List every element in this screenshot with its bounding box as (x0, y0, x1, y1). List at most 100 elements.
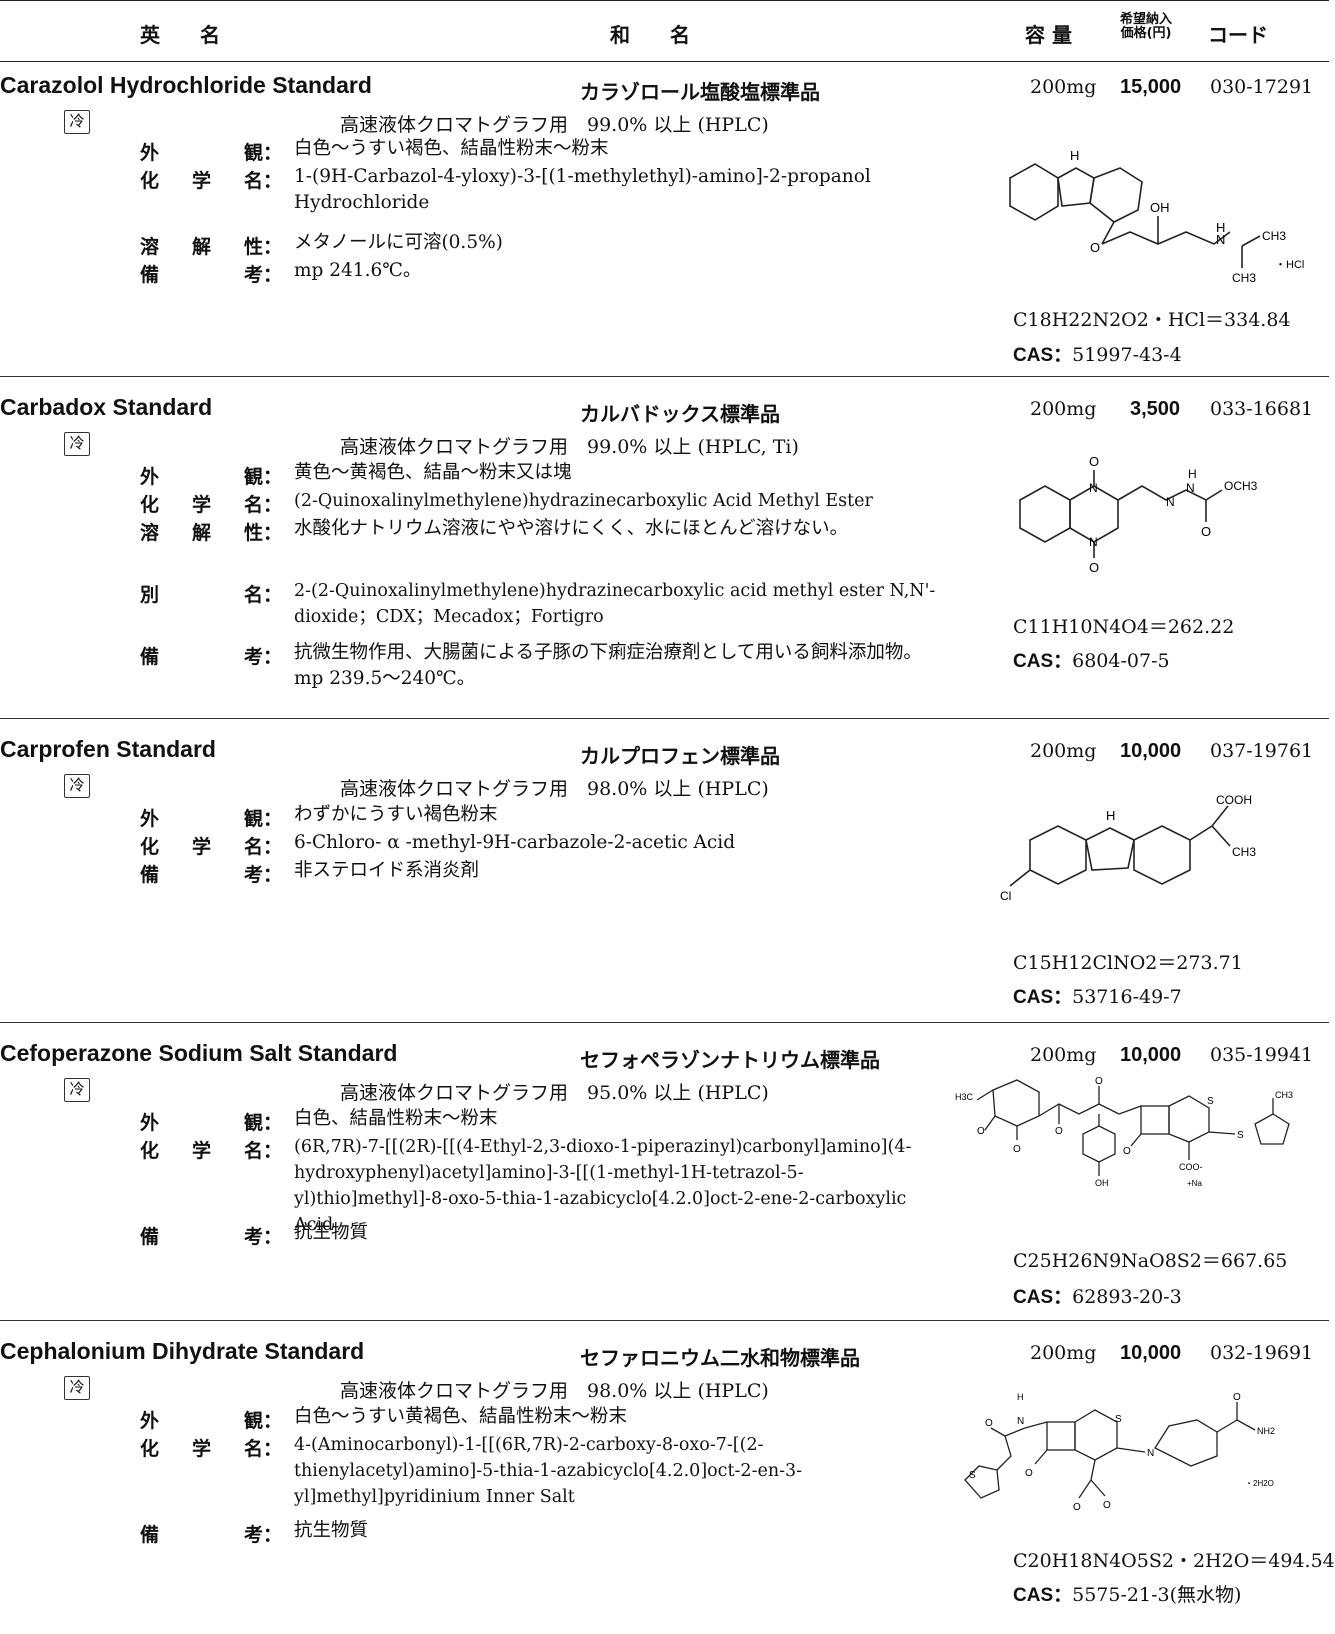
appearance-value: 白色～うすい黄褐色、結晶性粉末～粉末 (294, 1406, 628, 1427)
header-en: 英 名 (140, 23, 220, 47)
svg-text:S: S (1237, 1130, 1244, 1141)
svg-text:O: O (1123, 1146, 1131, 1157)
solubility-value: 水酸化ナトリウム溶液にやや溶けにくく、水にほとんど溶けない。 (294, 518, 849, 539)
product-code: 037-19761 (1210, 740, 1314, 762)
capacity: 200mg (1030, 398, 1097, 420)
svg-text:O: O (1233, 1392, 1241, 1403)
product-name-ja: カラゾロール塩酸塩標準品 (580, 80, 820, 104)
label-chem-name: 化学名： (140, 1438, 282, 1460)
svg-text:COOH: COOH (1216, 793, 1252, 807)
product-name-en: Carbadox Standard (0, 394, 213, 420)
product-code: 035-19941 (1210, 1044, 1314, 1066)
svg-text:H: H (1106, 808, 1115, 823)
cas-number: CAS：53716-49-7 (1013, 986, 1182, 1008)
svg-text:O: O (1103, 1500, 1111, 1511)
svg-text:H: H (1017, 1392, 1024, 1402)
label-chem-name: 化学名： (140, 836, 282, 858)
svg-text:O: O (977, 1126, 985, 1137)
product-name-ja: セフォペラゾンナトリウム標準品 (580, 1048, 880, 1072)
structure-cefoperazone: H3C O O O O OH O S S COO- +Na CH3 (955, 1076, 1293, 1188)
svg-text:OH: OH (1150, 200, 1170, 215)
note-value: 非ステロイド系消炎剤 (294, 860, 480, 881)
svg-text:O: O (1055, 1126, 1063, 1137)
svg-text:O: O (1025, 1468, 1033, 1479)
product-name-en: Cefoperazone Sodium Salt Standard (0, 1040, 398, 1066)
product-name-ja: カルバドックス標準品 (580, 402, 780, 426)
label-chem-name: 化学名： (140, 1140, 282, 1162)
label-solubility: 溶解性： (140, 236, 282, 258)
molecular-formula: C18H22N2O2・HCl＝334.84 (1013, 309, 1291, 331)
divider (0, 718, 1329, 719)
svg-text:H: H (1070, 148, 1079, 163)
svg-text:COO-: COO- (1179, 1162, 1203, 1172)
grade: 高速液体クロマトグラフ用 95.0% 以上 (HPLC) (340, 1082, 769, 1104)
grade: 高速液体クロマトグラフ用 98.0% 以上 (HPLC) (340, 1380, 769, 1402)
capacity: 200mg (1030, 740, 1097, 762)
chem-name-value: 6-Chloro- α -methyl-9H-carbazole-2-aceti… (294, 832, 736, 853)
appearance-value: わずかにうすい褐色粉末 (294, 804, 498, 825)
chem-name-value: 4-(Aminocarbonyl)-1-[[(6R,7R)-2-carboxy-… (294, 1435, 803, 1507)
chem-name-value: (6R,7R)-7-[[(2R)-[[(4-Ethyl-2,3-dioxo-1-… (294, 1137, 912, 1235)
svg-text:CH3: CH3 (1232, 845, 1256, 859)
product-name-en: Cephalonium Dihydrate Standard (0, 1338, 365, 1364)
svg-text:O: O (1090, 240, 1100, 255)
table-header: 英 名 和 名 容 量 希望納入価格(円) コード (0, 0, 1329, 62)
svg-text:NH2: NH2 (1257, 1426, 1275, 1436)
appearance-value: 白色、結晶性粉末～粉末 (294, 1108, 498, 1129)
svg-text:H3C: H3C (955, 1092, 974, 1102)
structure-cephalonium: S O H N O S O O N O NH2 ・2H2O (964, 1392, 1275, 1513)
capacity: 200mg (1030, 76, 1097, 98)
product-name-ja: カルプロフェン標準品 (580, 744, 780, 768)
cold-storage-icon: 冷 (64, 1376, 90, 1400)
label-note: 備考： (140, 1524, 282, 1546)
cas-number: CAS：6804-07-5 (1013, 650, 1170, 672)
product-name-en: Carazolol Hydrochloride Standard (0, 72, 372, 98)
svg-text:N: N (1017, 1416, 1024, 1427)
svg-text:・HCl: ・HCl (1275, 259, 1304, 271)
svg-text:CH3: CH3 (1262, 229, 1286, 243)
product-name-en: Carprofen Standard (0, 736, 216, 762)
label-alias: 別名： (140, 584, 282, 606)
svg-text:O: O (1089, 454, 1099, 469)
molecular-formula: C20H18N4O5S2・2H2O＝494.54 (1013, 1550, 1335, 1572)
cold-storage-icon: 冷 (64, 432, 90, 456)
svg-text:N: N (1216, 232, 1225, 247)
svg-text:CH3: CH3 (1232, 271, 1256, 285)
label-appearance: 外観： (140, 142, 282, 164)
svg-text:O: O (1095, 1076, 1103, 1087)
svg-text:S: S (1207, 1096, 1214, 1107)
svg-text:S: S (969, 1470, 976, 1481)
label-note: 備考： (140, 264, 282, 286)
label-appearance: 外観： (140, 466, 282, 488)
label-appearance: 外観： (140, 1410, 282, 1432)
svg-text:O: O (1073, 1502, 1081, 1513)
cold-storage-icon: 冷 (64, 774, 90, 798)
appearance-value: 白色～うすい褐色、結晶性粉末～粉末 (294, 138, 609, 159)
cold-storage-icon: 冷 (64, 1078, 90, 1102)
cold-storage-icon: 冷 (64, 110, 90, 134)
appearance-value: 黄色～黄褐色、結晶～粉末又は塊 (294, 462, 572, 483)
alias-value: 2-(2-Quinoxalinylmethylene)hydrazinecarb… (294, 581, 936, 627)
price: 3,500 (1130, 398, 1181, 420)
cas-number: CAS：5575-21-3(無水物) (1013, 1584, 1242, 1606)
svg-text:・2H2O: ・2H2O (1245, 1479, 1274, 1488)
svg-text:OCH3: OCH3 (1224, 479, 1258, 493)
product-code: 032-19691 (1210, 1342, 1314, 1364)
svg-text:H: H (1188, 467, 1197, 481)
svg-text:N: N (1089, 481, 1098, 495)
header-capacity: 容 量 (1025, 23, 1072, 47)
svg-text:N: N (1166, 495, 1175, 509)
svg-text:+Na: +Na (1187, 1179, 1202, 1188)
structure-carazolol: H OH O H N CH3 CH3 ・HCl (1009, 148, 1304, 285)
svg-text:OH: OH (1095, 1178, 1109, 1188)
svg-text:S: S (1115, 1414, 1122, 1425)
price: 10,000 (1120, 1044, 1182, 1066)
grade: 高速液体クロマトグラフ用 99.0% 以上 (HPLC, Ti) (340, 436, 799, 458)
solubility-value: メタノールに可溶(0.5%) (294, 232, 503, 253)
svg-text:H: H (1216, 220, 1225, 235)
svg-text:N: N (1186, 481, 1195, 495)
molecular-formula: C11H10N4O4＝262.22 (1013, 616, 1235, 638)
label-note: 備考： (140, 1226, 282, 1248)
label-solubility: 溶解性： (140, 522, 282, 544)
structure-carbadox: O N N O N H N OCH3 O (1019, 454, 1258, 575)
